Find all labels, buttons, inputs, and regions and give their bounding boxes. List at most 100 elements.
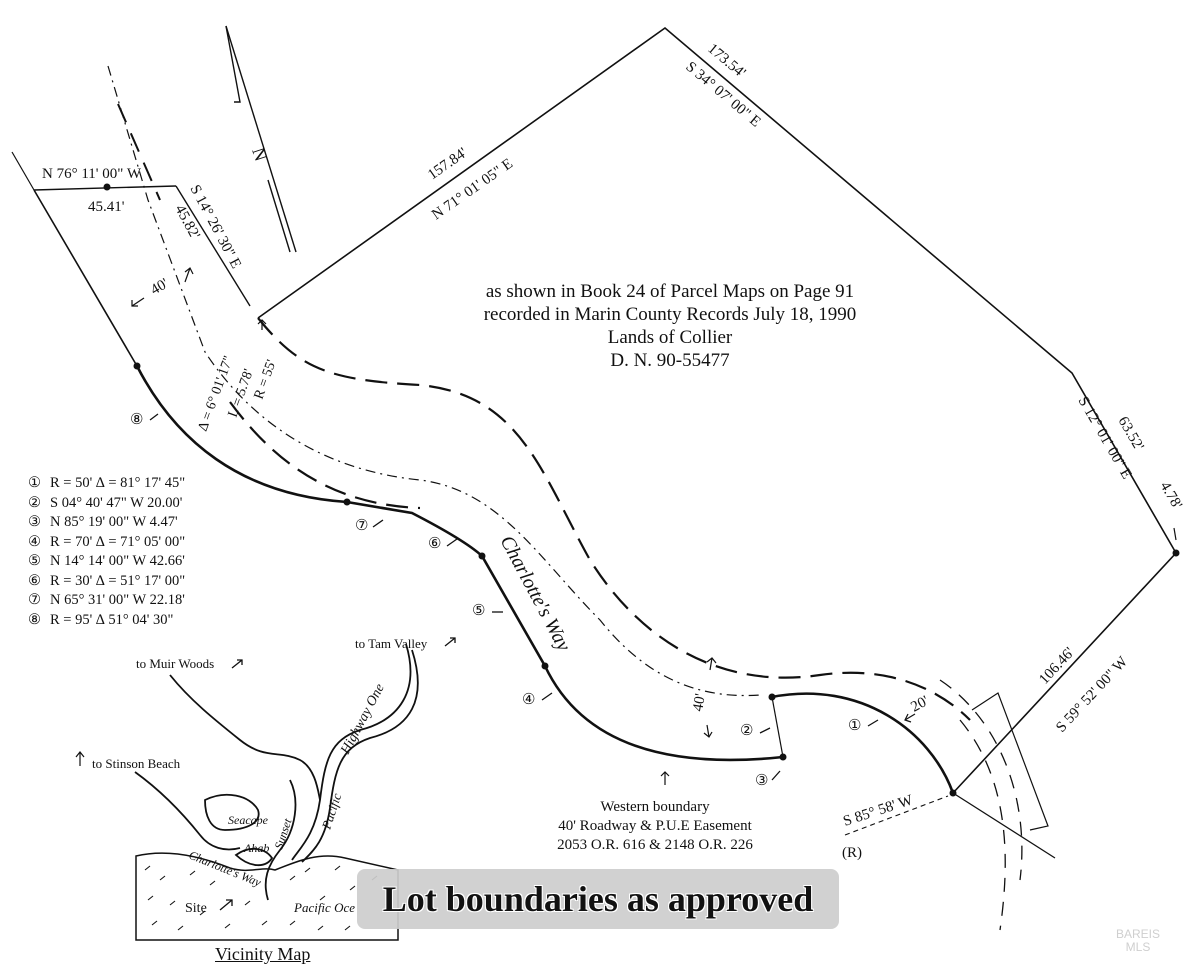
legend-item: ③ N 85° 19' 00" W 4.47' [28,513,185,533]
legend-num: ⑤ [28,553,41,569]
legend-item: ⑧ R = 95' ∆ 51° 04' 30" [28,611,185,631]
marker-1: ① [848,718,861,734]
caption-banner: Lot boundaries as approved [357,869,839,929]
legend-text: R = 95' ∆ 51° 04' 30" [50,611,174,628]
r-mark: (R) [842,845,862,861]
legend-text: S 04° 40' 47" W 20.00' [50,494,183,511]
svg-text:N: N [248,145,271,164]
bearing-n76: N 76° 11' 00" W [42,166,142,182]
road-muir [169,674,321,801]
boundary-top-west [33,189,138,367]
legend-item: ⑤ N 14° 14' 00" W 42.66' [28,552,185,572]
dimension-arrows [75,267,1177,785]
marker-7: ⑦ [355,518,368,534]
segment-2 [771,696,784,758]
marker-6: ⑥ [428,536,441,552]
legend-num: ④ [28,533,41,550]
lot-boundary [257,26,1177,794]
legend-item: ⑦ N 65° 31' 00" W 22.18' [28,591,185,611]
road-sunset [264,779,297,901]
arc-outer-1 [939,679,1023,881]
arc-outer-2 [959,719,1006,931]
north-arrow-icon: N [225,25,297,253]
legend-num: ⑧ [28,611,41,628]
boundary-note-line1: Western boundary [600,799,710,815]
mls-watermark: BAREIS MLS [1116,928,1160,954]
bearing-dash-85 [844,795,949,836]
dist-20: 20' [908,693,931,716]
label-pacific-ocean: Pacific Oce [293,900,355,915]
dist-45-41: 45.41' [88,199,125,215]
legend-num: ① [28,475,41,491]
marker-8: ⑧ [130,412,143,428]
label-sunset: Sunset [272,816,295,851]
legend-text: R = 30' ∆ = 51° 17' 00" [50,572,186,589]
curve-radius: R = 55' [252,358,280,401]
marker-3: ③ [755,773,768,789]
dist-157: 157.84' [425,145,470,183]
boundary-ext-se [952,792,1056,859]
marker-4: ④ [522,692,535,708]
legend-text: N 14° 14' 00" W 42.66' [50,553,185,569]
legend-num: ② [28,494,41,511]
vicinity-map-title: Vicinity Map [215,944,311,964]
dist-40-top: 40' [148,276,172,299]
vicinity-arrows [149,413,879,911]
marker-2: ② [740,723,753,739]
legend-text: R = 50' ∆ = 81° 17' 45" [50,475,186,491]
watermark-line1: BAREIS [1116,927,1161,941]
parcel-note-line3: Lands of Collier [607,327,733,348]
road-seacape [204,793,260,831]
curve-1 [771,692,955,794]
highway-one-outer [301,649,419,863]
label-tam-valley: to Tam Valley [355,636,428,651]
legend-item: ① R = 50' ∆ = 81° 17' 45" [28,474,185,494]
curve-delta: Δ = 6° 01' 17" [196,354,237,433]
label-highway: Highway One [338,682,388,758]
label-ahab: Ahab [243,841,269,855]
legend-text: N 65° 31' 00" W 22.18' [50,592,185,608]
road-edge-east [257,317,971,721]
dist-40-bottom: 40' [690,692,709,713]
road-dash-top [117,103,161,201]
highway-one [291,643,412,861]
boundary-note-line2: 40' Roadway & P.U.E Easement [558,818,752,834]
vicinity-map [134,643,419,941]
road-ahab [234,848,274,867]
curve-legend: ① R = 50' ∆ = 81° 17' 45" ② S 04° 40' 47" … [28,474,185,630]
boundary-top-east [175,185,251,307]
watermark-line2: MLS [1125,940,1151,954]
legend-item: ⑥ R = 30' ∆ = 51° 17' 00" [28,572,185,592]
parcel-note-line1: as shown in Book 24 of Parcel Maps on Pa… [485,281,855,302]
road-edge-west [229,401,421,510]
road-stinson [134,771,241,851]
parcel-note-line2: recorded in Marin County Records July 18… [483,304,857,325]
parcel-note: as shown in Book 24 of Parcel Maps on Pa… [440,280,900,372]
legend-text: R = 70' ∆ = 71° 05' 00" [50,533,186,550]
legend-text: N 85° 19' 00" W 4.47' [50,514,178,530]
label-muir-woods: to Muir Woods [136,656,214,671]
western-boundary-line [135,365,784,762]
caption-text: Lot boundaries as approved [382,879,814,919]
label-site: Site [185,901,207,916]
legend-item: ② S 04° 40' 47" W 20.00' [28,494,185,514]
marker-5: ⑤ [472,603,485,619]
easement-box [971,692,1049,831]
control-points [103,183,1180,797]
bearing-s34: S 34° 07' 00" E [682,59,763,131]
label-seacape: Seacape [228,813,269,827]
road-centerline [107,65,761,697]
boundary-top-ext [11,151,35,191]
legend-item: ④ R = 70' ∆ = 71° 05' 00" [28,533,185,553]
label-stinson: to Stinson Beach [92,756,181,771]
parcel-note-line4: D. N. 90-55477 [610,350,730,371]
legend-num: ⑥ [28,572,41,589]
legend-num: ⑦ [28,592,41,608]
bearing-s85: S 85° 58' W [841,792,915,830]
legend-num: ③ [28,514,41,530]
label-pacific: Pacific [318,791,344,832]
road-name: Charlotte's Way [496,532,575,655]
boundary-note-line3: 2053 O.R. 616 & 2148 O.R. 226 [557,837,753,853]
dist-4-78: 4.78' [1157,479,1185,512]
